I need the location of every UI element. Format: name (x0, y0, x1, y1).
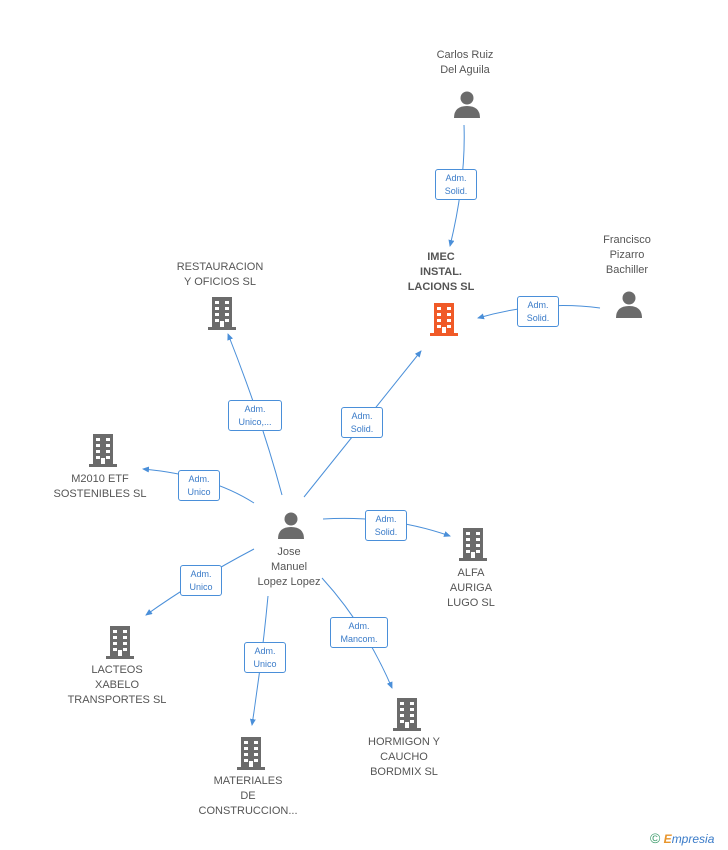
building-icon[interactable] (428, 302, 460, 336)
edge-label-jose-alfa[interactable]: Adm. Solid. (365, 510, 407, 541)
person-label-carlos[interactable]: Carlos Ruiz Del Aguila (436, 49, 494, 76)
building-icon[interactable] (235, 736, 267, 770)
edge-label-jose-imec[interactable]: Adm. Solid. (341, 407, 383, 438)
company-label-materiales[interactable]: MATERIALES DE CONSTRUCCION... (198, 775, 298, 817)
empresia-watermark: © Empresia (650, 830, 714, 846)
person-label-jose[interactable]: Jose Manuel Lopez Lopez (257, 546, 321, 588)
edge-label-francisco-imec[interactable]: Adm. Solid. (517, 296, 559, 327)
building-icon[interactable] (104, 625, 136, 659)
edge-label-jose-hormigon[interactable]: Adm. Mancom. (330, 617, 388, 648)
copyright-symbol: © (650, 830, 661, 846)
brand-e: E (663, 832, 672, 846)
brand-name: mpresia (671, 832, 715, 846)
person-icon[interactable] (614, 289, 644, 319)
company-label-m2010[interactable]: M2010 ETF SOSTENIBLES SL (53, 473, 147, 500)
company-label-restauracion[interactable]: RESTAURACION Y OFICIOS SL (176, 261, 264, 288)
person-icon[interactable] (276, 510, 306, 540)
edge-label-jose-m2010[interactable]: Adm. Unico (178, 470, 220, 501)
building-icon[interactable] (87, 433, 119, 467)
company-label-hormigon[interactable]: HORMIGON Y CAUCHO BORDMIX SL (368, 736, 440, 778)
edge-label-jose-restauracion[interactable]: Adm. Unico,... (228, 400, 282, 431)
company-label-alfa[interactable]: ALFA AURIGA LUGO SL (447, 567, 495, 609)
edge-label-jose-materiales[interactable]: Adm. Unico (244, 642, 286, 673)
edge-label-jose-lacteos[interactable]: Adm. Unico (180, 565, 222, 596)
building-icon[interactable] (206, 296, 238, 330)
edge-label-carlos-imec[interactable]: Adm. Solid. (435, 169, 477, 200)
building-icon[interactable] (457, 527, 489, 561)
building-icon[interactable] (391, 697, 423, 731)
person-label-francisco[interactable]: Francisco Pizarro Bachiller (603, 234, 651, 276)
person-icon[interactable] (452, 89, 482, 119)
company-label-imec[interactable]: IMEC INSTAL. LACIONS SL (407, 251, 475, 293)
company-label-lacteos[interactable]: LACTEOS XABELO TRANSPORTES SL (67, 664, 167, 706)
